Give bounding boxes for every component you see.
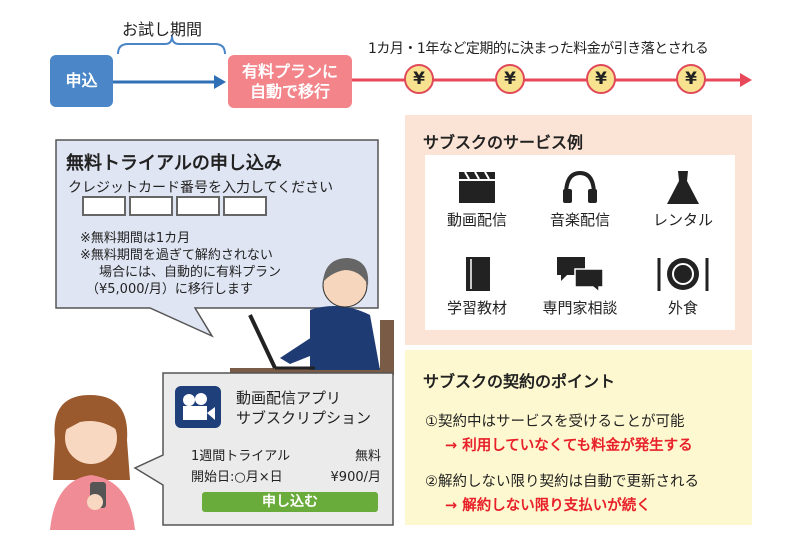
apply-box: 申込 xyxy=(50,55,113,107)
billing-note: 1カ月・1年など定期的に決まった料金が引き落とされる xyxy=(368,41,709,57)
service-music: 音楽配信 xyxy=(530,169,630,230)
chat-icon xyxy=(557,257,604,293)
point-1: ①契約中はサービスを受けることが可能 xyxy=(425,414,685,430)
woman-with-phone-illustration xyxy=(50,395,135,530)
note-line: 場合には、自動的に有料プラン xyxy=(86,265,282,280)
service-label: レンタル xyxy=(652,211,713,229)
card-number-input-2[interactable] xyxy=(129,196,173,216)
trial-label: 1週間トライアル xyxy=(191,449,291,464)
note-line: ※無料期間を過ぎて解約されない xyxy=(80,248,273,263)
book-icon xyxy=(466,257,490,291)
headphones-icon xyxy=(563,170,597,203)
services-grid: 動画配信 音楽配信 レンタル 学習教材 専門家相談 外食 xyxy=(425,155,735,330)
app-title-line: サブスクリプション xyxy=(236,409,372,427)
service-rental: レンタル xyxy=(633,169,733,230)
auto-move-line1: 有料プランに xyxy=(241,61,338,81)
point-2: ②解約しない限り契約は自動で更新される xyxy=(425,474,699,490)
card-number-input-1[interactable] xyxy=(82,196,126,216)
start-date: 開始日:○月×日 xyxy=(191,470,283,485)
auto-move-line2: 自動で移行 xyxy=(249,81,330,101)
service-label: 学習教材 xyxy=(446,299,507,317)
points-title: サブスクの契約のポイント xyxy=(423,372,616,391)
dress-icon xyxy=(667,171,699,204)
service-dining: 外食 xyxy=(633,255,733,318)
trial-price: 無料 xyxy=(354,449,381,464)
service-consult: 専門家相談 xyxy=(530,255,630,318)
video-camera-icon xyxy=(175,386,221,428)
man-with-laptop-illustration xyxy=(230,258,394,375)
point-2-warning: → 解約しない限り支払いが続く xyxy=(445,498,651,514)
note-line: （¥5,000/月）に移行します xyxy=(86,282,253,297)
service-label: 外食 xyxy=(667,299,698,317)
yen-icon: ¥ xyxy=(495,64,525,94)
clapperboard-icon xyxy=(459,171,495,203)
yen-icon: ¥ xyxy=(586,64,616,94)
trial-title: 無料トライアルの申し込み xyxy=(66,153,282,174)
note-line: ※無料期間は1カ月 xyxy=(80,231,191,246)
auto-move-box: 有料プランに 自動で移行 xyxy=(228,55,352,108)
services-title: サブスクのサービス例 xyxy=(423,133,584,152)
dining-icon xyxy=(657,258,709,291)
card-number-fields xyxy=(82,196,270,220)
trial-period-label: お試し期間 xyxy=(122,20,203,39)
points-panel: サブスクの契約のポイント ①契約中はサービスを受けることが可能 → 利用していな… xyxy=(405,350,752,525)
point-1-warning: → 利用していなくても料金が発生する xyxy=(445,438,693,454)
trial-bubble-shape xyxy=(55,139,379,338)
app-title: 動画配信アプリ サブスクリプション xyxy=(236,388,371,428)
trial-bracket xyxy=(117,35,226,55)
card-number-input-3[interactable] xyxy=(176,196,220,216)
yen-icon: ¥ xyxy=(676,64,706,94)
yen-icon: ¥ xyxy=(404,64,434,94)
service-label: 専門家相談 xyxy=(542,299,618,317)
card-number-input-4[interactable] xyxy=(223,196,267,216)
card-prompt: クレジットカード番号を入力してください xyxy=(68,180,334,196)
service-label: 音楽配信 xyxy=(549,211,610,229)
monthly-price: ¥900/月 xyxy=(330,470,381,485)
service-label: 動画配信 xyxy=(446,211,507,229)
app-plan-details: 1週間トライアル 無料 開始日:○月×日 ¥900/月 xyxy=(191,446,381,488)
service-video: 動画配信 xyxy=(427,169,527,230)
app-title-line: 動画配信アプリ xyxy=(236,389,342,407)
apply-button[interactable]: 申し込む xyxy=(202,492,378,512)
services-panel: サブスクのサービス例 動画配信 音楽配信 レンタル 学習教材 専門家相談 外食 xyxy=(405,115,752,345)
service-study: 学習教材 xyxy=(427,255,527,318)
trial-notes: ※無料期間は1カ月 ※無料期間を過ぎて解約されない 場合には、自動的に有料プラン… xyxy=(80,230,281,298)
